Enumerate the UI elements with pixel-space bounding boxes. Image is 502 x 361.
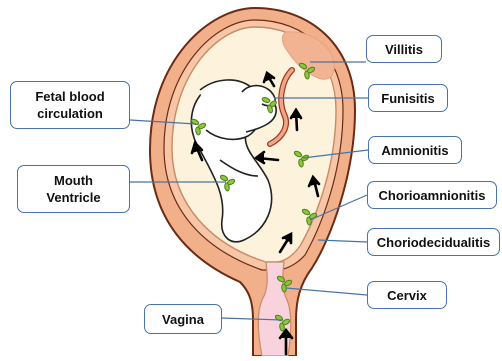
label-cervix: Cervix: [367, 281, 447, 309]
label-vagina: Vagina: [144, 304, 222, 334]
label-amnionitis: Amnionitis: [368, 136, 462, 164]
label-choriodecidualitis: Choriodecidualitis: [367, 228, 500, 256]
label-fetal-blood-circulation: Fetal blood circulation: [10, 81, 130, 129]
label-mouth-ventricle: Mouth Ventricle: [17, 165, 130, 213]
label-chorioamnionitis: Chorioamnionitis: [367, 181, 497, 209]
label-villitis: Villitis: [366, 35, 442, 63]
label-funisitis: Funisitis: [368, 84, 448, 112]
